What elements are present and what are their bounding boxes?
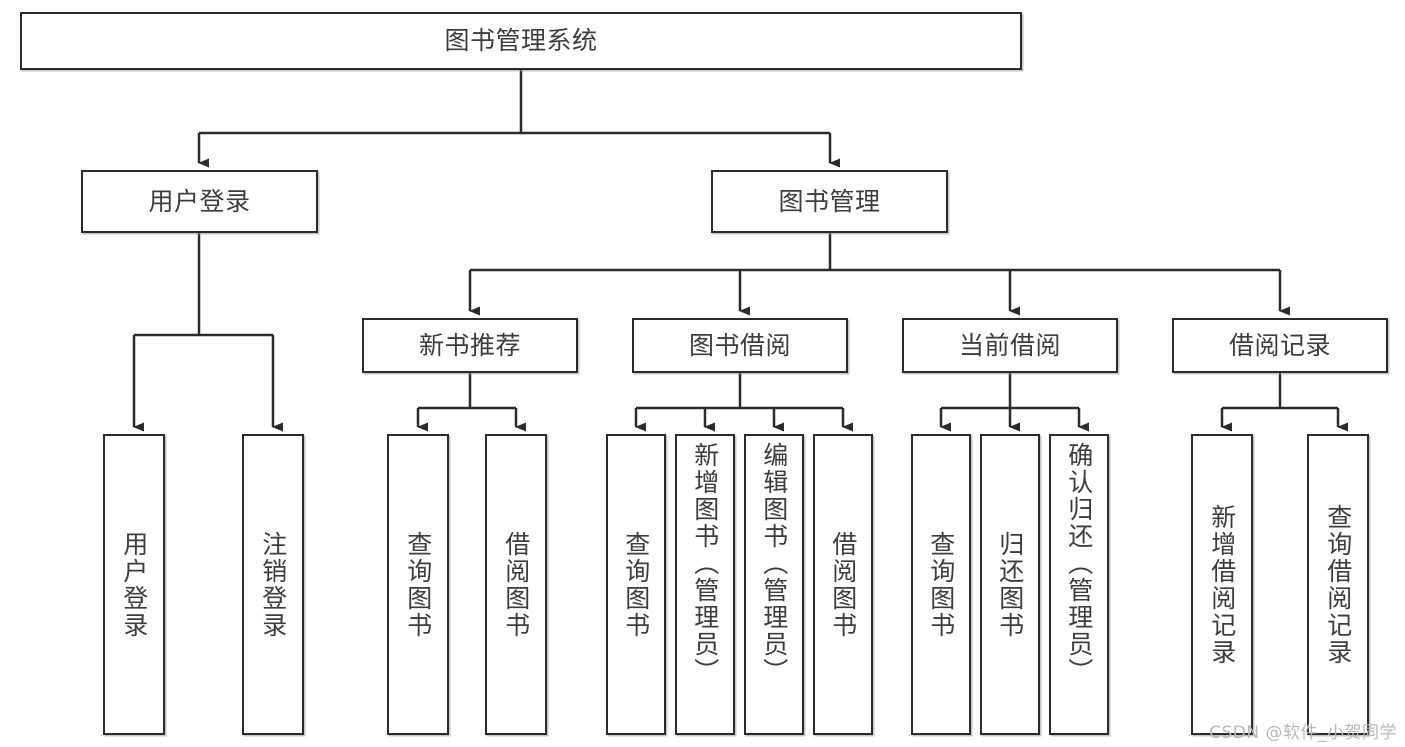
- node-book-borrow[interactable]: 图书借阅: [632, 318, 848, 373]
- leaf-user-login-login[interactable]: 用户登录: [103, 434, 165, 735]
- node-label: 用户登录: [148, 186, 251, 216]
- leaf-book-borrow-borrow-book[interactable]: 借阅图书: [813, 434, 873, 735]
- node-label: 图书管理系统: [444, 26, 598, 56]
- leaf-current-borrow-query-book[interactable]: 查询图书: [911, 434, 971, 735]
- node-label: 编辑图书（管理员）: [759, 442, 789, 685]
- leaf-current-borrow-return-book[interactable]: 归还图书: [980, 434, 1040, 735]
- node-label: 查询借阅记录: [1323, 503, 1353, 666]
- node-user-login[interactable]: 用户登录: [81, 170, 318, 233]
- node-label: 借阅图书: [828, 530, 858, 639]
- node-label: 借阅图书: [501, 530, 531, 639]
- node-label: 图书管理: [778, 186, 881, 216]
- csdn-watermark: CSDN @软件_小贺同学: [1209, 723, 1397, 743]
- node-label: 新增借阅记录: [1207, 503, 1237, 666]
- node-label: 查询图书: [926, 530, 956, 639]
- leaf-book-borrow-query-book[interactable]: 查询图书: [606, 434, 666, 735]
- node-new-book-recommend[interactable]: 新书推荐: [362, 318, 578, 373]
- node-label: 查询图书: [621, 530, 651, 639]
- node-label: 当前借阅: [958, 330, 1061, 360]
- node-book-management[interactable]: 图书管理: [711, 170, 948, 233]
- node-current-borrow[interactable]: 当前借阅: [902, 318, 1118, 373]
- node-label: 查询图书: [403, 530, 433, 639]
- leaf-new-book-query-book[interactable]: 查询图书: [387, 434, 449, 735]
- node-label: 新增图书（管理员）: [690, 442, 720, 685]
- node-book-management-system[interactable]: 图书管理系统: [20, 12, 1022, 70]
- node-label: 借阅记录: [1228, 330, 1331, 360]
- node-label: 用户登录: [119, 530, 149, 639]
- node-label: 图书借阅: [688, 330, 791, 360]
- node-label: 注销登录: [258, 530, 288, 639]
- leaf-book-borrow-edit-book-admin[interactable]: 编辑图书（管理员）: [744, 434, 804, 735]
- leaf-book-borrow-add-book-admin[interactable]: 新增图书（管理员）: [675, 434, 735, 735]
- node-label: 新书推荐: [418, 330, 521, 360]
- leaf-new-book-borrow-book[interactable]: 借阅图书: [485, 434, 547, 735]
- node-label: 确认归还（管理员）: [1064, 442, 1094, 685]
- leaf-borrow-record-query-record[interactable]: 查询借阅记录: [1307, 434, 1369, 735]
- node-label: 归还图书: [995, 530, 1025, 639]
- leaf-current-borrow-confirm-return-admin[interactable]: 确认归还（管理员）: [1049, 434, 1109, 735]
- node-borrow-record[interactable]: 借阅记录: [1172, 318, 1388, 373]
- leaf-borrow-record-add-record[interactable]: 新增借阅记录: [1191, 434, 1253, 735]
- leaf-user-login-logout[interactable]: 注销登录: [242, 434, 304, 735]
